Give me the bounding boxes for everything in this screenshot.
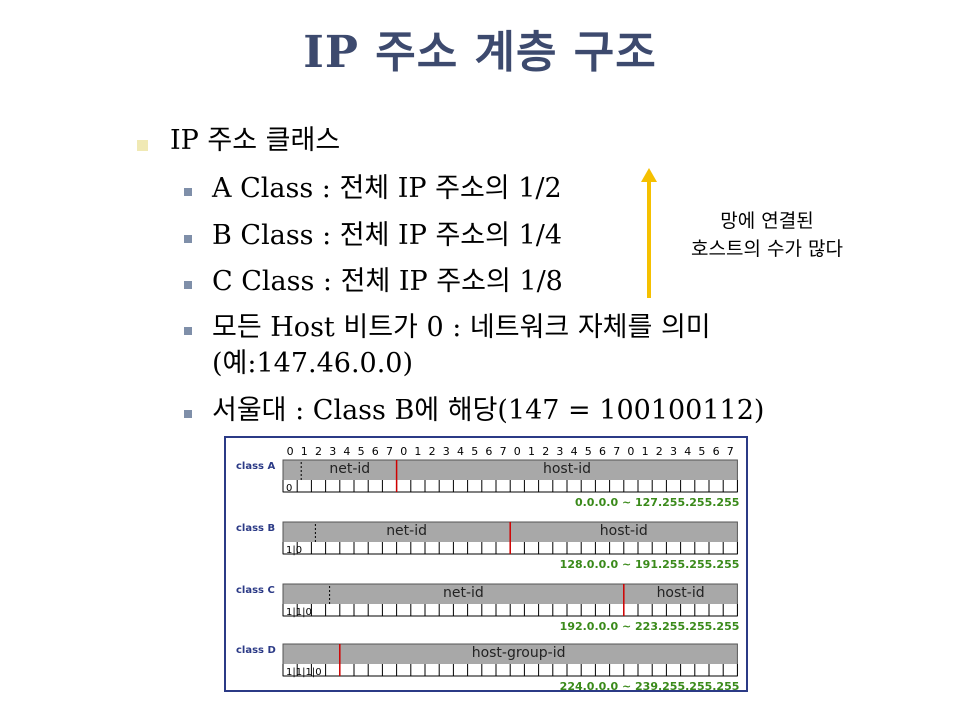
bit-index-label: 6 bbox=[485, 445, 492, 458]
class-prefix-bits: 0 bbox=[286, 483, 292, 494]
address-range-label: 128.0.0.0 ~ 191.255.255.255 bbox=[560, 558, 740, 571]
bit-index-label: 0 bbox=[400, 445, 407, 458]
bit-index-label: 4 bbox=[571, 445, 578, 458]
bit-index-label: 5 bbox=[585, 445, 592, 458]
sub-bullet-marker bbox=[184, 188, 192, 196]
bit-index-label: 2 bbox=[656, 445, 663, 458]
bit-index-label: 4 bbox=[684, 445, 691, 458]
bit-index-label: 0 bbox=[514, 445, 521, 458]
sub-bullet-marker bbox=[184, 281, 192, 289]
sub-bullet-example: (예:147.46.0.0) bbox=[212, 348, 413, 379]
address-range-label: 192.0.0.0 ~ 223.255.255.255 bbox=[560, 620, 740, 633]
bit-index-label: 1 bbox=[528, 445, 535, 458]
bit-index-label: 1 bbox=[301, 445, 308, 458]
main-bullet-marker bbox=[137, 140, 148, 151]
bit-index-label: 2 bbox=[542, 445, 549, 458]
class-prefix-bits: 1|1|1|0 bbox=[286, 667, 322, 678]
bit-index-label: 2 bbox=[429, 445, 436, 458]
bit-index-label: 6 bbox=[713, 445, 720, 458]
bit-index-label: 3 bbox=[556, 445, 563, 458]
bit-index-label: 7 bbox=[727, 445, 734, 458]
host-id-label: host-id bbox=[657, 585, 705, 601]
sub-bullet-marker bbox=[184, 327, 192, 335]
class-name-label: class B bbox=[236, 523, 275, 534]
host-group-id-label: host-group-id bbox=[472, 645, 566, 661]
bit-index-label: 3 bbox=[443, 445, 450, 458]
sub-bullet-marker bbox=[184, 235, 192, 243]
class-prefix-bits: 1|0 bbox=[286, 545, 302, 556]
bit-index-label: 1 bbox=[642, 445, 649, 458]
bit-index-label: 3 bbox=[670, 445, 677, 458]
bit-index-label: 4 bbox=[457, 445, 464, 458]
up-arrow-icon bbox=[641, 168, 657, 182]
bit-index-label: 3 bbox=[329, 445, 336, 458]
sub-bullet-host-zero: 모든 Host 비트가 0 : 네트워크 자체를 의미 bbox=[212, 312, 711, 343]
bit-index-label: 6 bbox=[372, 445, 379, 458]
sub-bullet-class-b: B Class : 전체 IP 주소의 1/4 bbox=[212, 220, 563, 251]
slide-title: IP 주소 계층 구조 bbox=[303, 27, 657, 78]
class-name-label: class C bbox=[236, 585, 275, 596]
net-id-label: net-id bbox=[386, 523, 427, 539]
address-range-label: 0.0.0.0 ~ 127.255.255.255 bbox=[575, 496, 739, 509]
bit-index-label: 4 bbox=[343, 445, 350, 458]
bit-index-label: 0 bbox=[627, 445, 634, 458]
address-range-label: 224.0.0.0 ~ 239.255.255.255 bbox=[560, 680, 740, 690]
class-name-label: class D bbox=[236, 645, 276, 656]
sub-bullet-snu: 서울대 : Class B에 해당(147 = 100100112) bbox=[212, 395, 765, 426]
host-id-label: host-id bbox=[543, 461, 591, 477]
side-note-line2: 호스트의 수가 많다 bbox=[691, 238, 843, 260]
bit-index-label: 2 bbox=[315, 445, 322, 458]
main-bullet-text: IP 주소 클래스 bbox=[170, 125, 341, 156]
bit-index-label: 5 bbox=[358, 445, 365, 458]
bit-index-label: 7 bbox=[386, 445, 393, 458]
class-name-label: class A bbox=[236, 461, 275, 472]
bit-index-label: 0 bbox=[287, 445, 294, 458]
up-arrow-shaft bbox=[647, 180, 651, 298]
class-prefix-bits: 1|1|0 bbox=[286, 607, 312, 618]
bit-index-label: 5 bbox=[698, 445, 705, 458]
bit-index-label: 6 bbox=[599, 445, 606, 458]
sub-bullet-marker bbox=[184, 410, 192, 418]
net-id-label: net-id bbox=[329, 461, 370, 477]
bit-index-label: 5 bbox=[471, 445, 478, 458]
sub-bullet-class-a: A Class : 전체 IP 주소의 1/2 bbox=[212, 173, 562, 204]
net-id-label: net-id bbox=[443, 585, 484, 601]
bit-index-label: 7 bbox=[500, 445, 507, 458]
bit-index-label: 1 bbox=[414, 445, 421, 458]
side-note-line1: 망에 연결된 bbox=[720, 210, 814, 232]
host-id-label: host-id bbox=[600, 523, 648, 539]
sub-bullet-class-c: C Class : 전체 IP 주소의 1/8 bbox=[212, 266, 563, 297]
bit-index-label: 7 bbox=[613, 445, 620, 458]
